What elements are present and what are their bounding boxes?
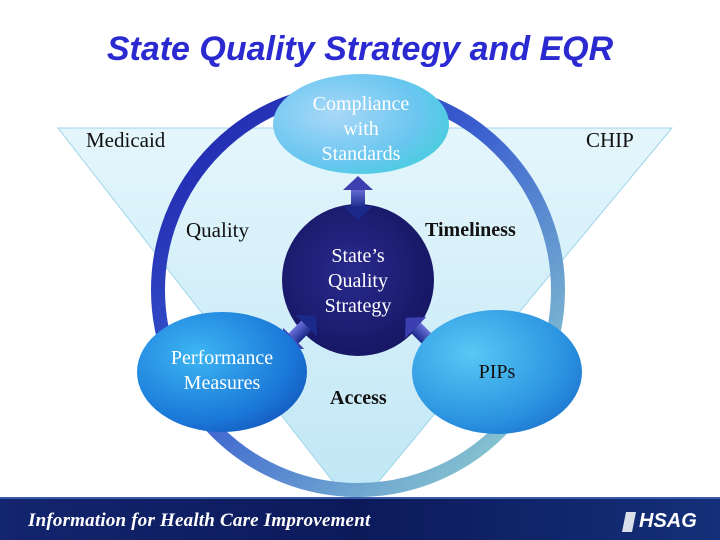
corner-label-chip: CHIP xyxy=(586,128,634,152)
center-line-2: Quality xyxy=(328,270,388,292)
compliance-line-1: Compliance xyxy=(312,93,410,115)
ring-label-access: Access xyxy=(330,387,387,409)
center-line-3: Strategy xyxy=(324,295,392,317)
corner-label-medicaid: Medicaid xyxy=(86,128,166,152)
arrow-compliance-center xyxy=(343,176,373,220)
center-line-1: State’s xyxy=(331,245,385,267)
center-circle xyxy=(282,204,434,356)
center-node-label: State’s Quality Strategy xyxy=(298,244,418,319)
footer-bar xyxy=(0,497,720,540)
performance-line-2: Measures xyxy=(183,372,261,394)
pips-oval xyxy=(412,310,582,434)
ring-label-timeliness: Timeliness xyxy=(425,219,516,241)
footer-tagline: Information for Health Care Improvement xyxy=(28,510,371,531)
ring-label-quality: Quality xyxy=(186,218,249,242)
logo-mark xyxy=(622,512,636,532)
performance-oval xyxy=(137,312,307,432)
pips-node-label: PIPs xyxy=(478,361,516,383)
slide-title: State Quality Strategy and EQR xyxy=(106,30,614,68)
performance-line-1: Performance xyxy=(170,347,274,369)
performance-node-label: Performance Measures xyxy=(152,346,292,396)
compliance-node-label: Compliance with Standards xyxy=(286,92,436,167)
compliance-oval xyxy=(273,74,449,174)
hsag-logo: HSAG xyxy=(639,510,697,532)
compliance-line-3: Standards xyxy=(321,143,401,165)
compliance-line-2: with xyxy=(343,118,379,140)
